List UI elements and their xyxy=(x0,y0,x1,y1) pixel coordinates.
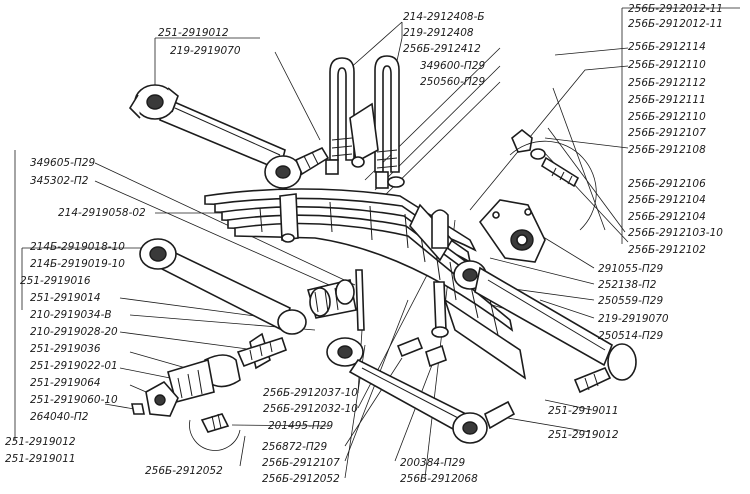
part-label: 201495-П29 xyxy=(268,420,333,432)
part-label: 251-2919060-10 xyxy=(30,394,118,406)
ball-pin-assembly xyxy=(131,332,288,451)
part-label: 256Б-2912412 xyxy=(403,43,481,55)
part-label: 210-2919028-20 xyxy=(30,326,118,338)
part-label: 256Б-2912106 xyxy=(628,178,706,190)
lower-radius-rod xyxy=(326,336,516,444)
part-label: 251-2919012 xyxy=(5,436,76,448)
part-label: 256Б-2912114 xyxy=(628,41,706,53)
part-label: 349605-П29 xyxy=(30,157,95,169)
part-label: 214Б-2919019-10 xyxy=(30,258,125,270)
part-label: 251-2919011 xyxy=(5,453,76,465)
part-label: 256Б-2912104 xyxy=(628,194,706,206)
part-label: 256Б-2912068 xyxy=(400,473,478,485)
part-label: 250559-П29 xyxy=(598,295,663,307)
part-label: 256872-П29 xyxy=(262,441,327,453)
part-label: 250560-П29 xyxy=(420,76,485,88)
part-label: 252138-П2 xyxy=(598,279,657,291)
right-lower-rod xyxy=(453,260,637,394)
bracket-bolt xyxy=(509,128,597,231)
part-label: 251-2919012 xyxy=(158,27,229,39)
part-label: 291055-П29 xyxy=(598,263,663,275)
part-label: 251-2919014 xyxy=(30,292,101,304)
part-label: 219-2912408 xyxy=(403,27,474,39)
part-label: 256Б-2912037-10 xyxy=(263,387,358,399)
part-label: 251-2919016 xyxy=(20,275,91,287)
left-lower-rod xyxy=(139,238,357,335)
part-label: 251-2919011 xyxy=(548,405,619,417)
part-label: 251-2919036 xyxy=(30,343,101,355)
part-label: 345302-П2 xyxy=(30,175,89,187)
part-label: 210-2919034-В xyxy=(30,309,112,321)
part-label: 256Б-2912110 xyxy=(628,111,706,123)
leaf-spring-pack xyxy=(204,188,527,380)
part-label: 214-2919058-02 xyxy=(58,207,146,219)
part-label: 256Б-2912110 xyxy=(628,59,706,71)
part-label: 256Б-2912032-10 xyxy=(263,403,358,415)
part-label: 349600-П29 xyxy=(420,60,485,72)
part-label: 256Б-2912104 xyxy=(628,211,706,223)
part-label: 256Б-2912111 xyxy=(628,94,706,106)
part-label: 250514-П29 xyxy=(598,330,663,342)
part-label: 251-2919022-01 xyxy=(30,360,118,372)
part-label: 251-2919064 xyxy=(30,377,101,389)
part-label: 256Б-2912012-11 xyxy=(628,18,723,30)
part-label: 256Б-2912012-11 xyxy=(628,3,723,15)
spring-bracket xyxy=(478,199,546,263)
part-label: 256Б-2912107 xyxy=(262,457,340,469)
part-label: 256Б-2912112 xyxy=(628,77,706,89)
part-label: 200384-П29 xyxy=(400,457,465,469)
part-label: 214-2912408-Б xyxy=(403,11,485,23)
part-label: 256Б-2912103-10 xyxy=(628,227,723,239)
part-label: 219-2919070 xyxy=(170,45,241,57)
part-label: 256Б-2912107 xyxy=(628,127,706,139)
upper-radius-rod xyxy=(128,84,330,189)
spring-shackle xyxy=(355,209,449,338)
part-label: 251-2919012 xyxy=(548,429,619,441)
part-label: 256Б-2912052 xyxy=(145,465,223,477)
part-labels: 251-2919012 219-2919070 214-2912408-Б 21… xyxy=(5,3,723,485)
part-label: 256Б-2912052 xyxy=(262,473,340,485)
part-label: 264040-П2 xyxy=(30,411,89,423)
part-label: 214Б-2919018-10 xyxy=(30,241,125,253)
part-label: 219-2919070 xyxy=(598,313,669,325)
u-bolts xyxy=(325,55,405,189)
part-label: 256Б-2912108 xyxy=(628,144,706,156)
part-label: 256Б-2912102 xyxy=(628,244,706,256)
